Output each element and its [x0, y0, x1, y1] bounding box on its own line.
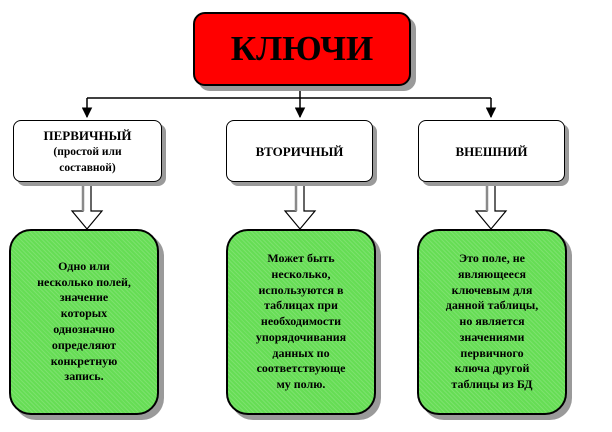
root-title: КЛЮЧИ [230, 29, 374, 68]
foreign-key-description-text: Это поле, не являющееся ключевым для дан… [445, 250, 539, 392]
key-type-secondary-box: ВТОРИЧНЫЙ [226, 120, 373, 182]
key-type-primary-title: ПЕРВИЧНЫЙ [43, 127, 132, 143]
primary-key-description: Одно или несколько полей, значение котор… [9, 229, 159, 415]
key-type-secondary-title: ВТОРИЧНЫЙ [255, 143, 344, 159]
secondary-key-description: Может быть несколько, используются в таб… [226, 229, 376, 415]
hollow-arrow-foreign [474, 181, 508, 230]
foreign-key-description: Это поле, не являющееся ключевым для дан… [417, 229, 567, 415]
hollow-arrow-secondary [283, 181, 317, 230]
hollow-arrow-primary [70, 181, 104, 230]
key-type-primary-subtitle: (простой или составной) [53, 145, 122, 174]
secondary-key-description-text: Может быть несколько, используются в таб… [255, 250, 347, 392]
key-type-foreign-box: ВНЕШНИЙ [418, 120, 565, 182]
key-type-foreign-title: ВНЕШНИЙ [455, 143, 528, 159]
root-keys-box: КЛЮЧИ [193, 12, 411, 86]
key-type-primary-box: ПЕРВИЧНЫЙ (простой или составной) [13, 120, 162, 182]
primary-key-description-text: Одно или несколько полей, значение котор… [37, 258, 131, 384]
